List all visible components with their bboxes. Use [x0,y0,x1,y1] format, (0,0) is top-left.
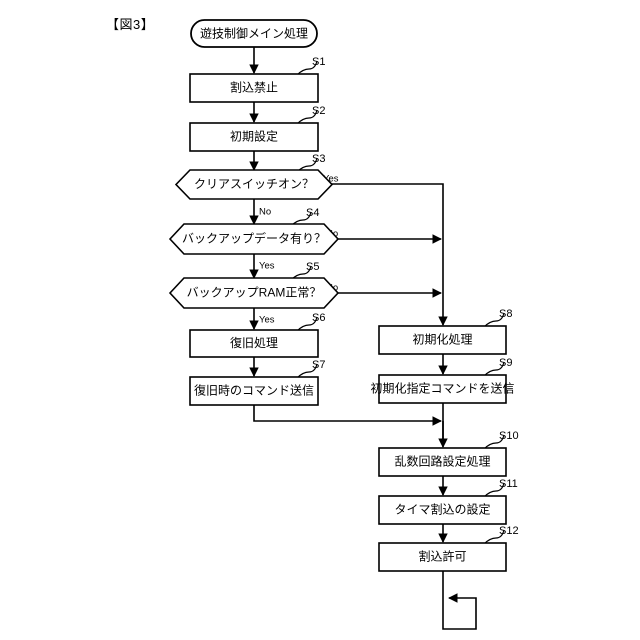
leader-s11 [483,482,505,498]
s9-process-shape [378,374,507,404]
figure-label: 【図3】 [106,17,155,32]
node-s2[interactable]: 初期設定 [189,122,319,152]
s5-decision-shape [168,277,340,309]
node-s9[interactable]: 初期化指定コマンドを送信 [370,374,515,404]
s12-label: 割込許可 [418,549,466,564]
s12-process-shape [378,542,507,572]
edge-s12-loopback [442,571,477,630]
step-id-s7: S7 [312,359,325,371]
s1-label: 割込禁止 [230,80,278,95]
step-id-s12: S12 [499,525,519,537]
branch-label-s5-yes: Yes [259,315,275,326]
s11-label: タイマ割込の設定 [394,502,490,517]
s10-label: 乱数回路設定処理 [394,454,490,469]
s3-label: クリアスイッチオン？ [194,177,314,191]
edge-s3-s8-yes [320,183,448,326]
node-s8[interactable]: 初期化処理 [378,325,507,355]
step-id-s2: S2 [312,105,325,117]
step-id-s10: S10 [499,430,519,442]
s9-label: 初期化指定コマンドを送信 [370,381,514,396]
step-id-s9: S9 [499,357,512,369]
node-start[interactable]: 遊技制御メイン処理 [190,19,318,48]
node-s12[interactable]: 割込許可 [378,542,507,572]
s6-process-shape [189,329,319,358]
leader-s6 [296,316,318,332]
leader-s2 [296,109,318,125]
node-s1[interactable]: 割込禁止 [189,73,319,103]
step-id-s1: S1 [312,56,325,68]
step-id-s5: S5 [306,261,319,273]
s4-decision-shape [168,223,340,255]
edge-s7-merge [253,405,442,426]
branch-label-s4-yes: Yes [259,261,275,272]
step-id-layer: S1 S2 S3 S4 S5 S6 S7 S8 S9 S10 S11 S12 [290,56,519,545]
start-terminator-shape [190,19,318,48]
node-s5[interactable]: バックアップRAM正常？ [168,277,340,309]
step-id-s8: S8 [499,308,512,320]
branch-label-s3-yes: Yes [323,174,339,185]
s5-label: バックアップRAM正常？ [187,286,322,300]
s4-label: バックアップデータ有り？ [182,231,326,246]
s1-process-shape [189,73,319,103]
s2-label: 初期設定 [230,129,278,144]
leader-s3 [296,157,318,173]
leader-s5 [290,265,312,281]
s2-process-shape [189,122,319,152]
s11-process-shape [378,495,507,525]
start-terminator-label: 遊技制御メイン処理 [200,26,308,41]
node-s11[interactable]: タイマ割込の設定 [378,495,507,525]
node-s3[interactable]: クリアスイッチオン？ [174,169,334,200]
leader-s9 [483,361,505,377]
leader-s1 [296,60,318,76]
node-s6[interactable]: 復旧処理 [189,329,319,358]
node-s4[interactable]: バックアップデータ有り？ [168,223,340,255]
s10-process-shape [378,447,507,477]
leader-s8 [483,312,505,328]
branch-label-s3-no: No [259,207,271,218]
s7-label: 復旧時のコマンド送信 [194,383,314,398]
step-id-s11: S11 [499,478,518,490]
s3-decision-shape [174,169,334,200]
leader-s4 [290,211,312,227]
node-s10[interactable]: 乱数回路設定処理 [378,447,507,477]
leader-s12 [483,529,505,545]
step-id-s4: S4 [306,207,319,219]
connector-layer [249,47,477,630]
node-s7[interactable]: 復旧時のコマンド送信 [189,376,319,406]
s6-label: 復旧処理 [230,335,278,350]
s8-label: 初期化処理 [412,333,472,347]
step-id-s6: S6 [312,312,325,324]
s8-process-shape [378,325,507,355]
leader-s10 [483,434,505,450]
leader-s7 [296,363,318,379]
s7-process-shape [189,376,319,406]
step-id-s3: S3 [312,153,325,165]
